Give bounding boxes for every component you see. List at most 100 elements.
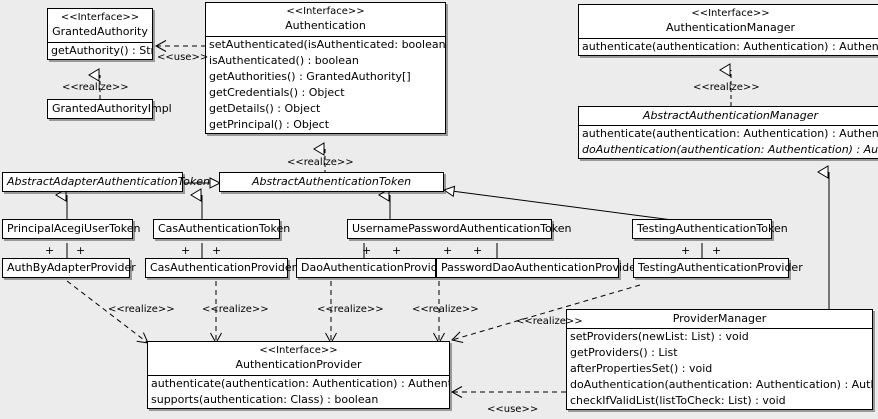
class-box-granted-authority[interactable]: <<Interface>> GrantedAuthority getAuthor… xyxy=(47,8,153,60)
member-row: getPrincipal() : Object xyxy=(209,118,330,131)
class-members: setAuthenticated(isAuthenticated: boolea… xyxy=(206,36,445,133)
member-row: getCredentials() : Object xyxy=(209,86,345,99)
edge-label-realize-grantedauthorityimpl: <<realize>> xyxy=(62,82,129,93)
edge-label-realize-abstractauthenticationtoken: <<realize>> xyxy=(287,157,354,168)
association-plus-mark: + xyxy=(212,244,222,257)
stereotype-label: <<Interface>> xyxy=(286,6,365,17)
class-box-abstract-authentication-manager[interactable]: AbstractAuthenticationManager authentica… xyxy=(578,106,878,159)
class-name-label: GrantedAuthority xyxy=(52,25,148,38)
class-header: CasAuthenticationToken xyxy=(154,220,291,238)
member-row: afterPropertiesSet() : void xyxy=(570,362,713,375)
member-row: getAuthorities() : GrantedAuthority[] xyxy=(209,70,411,83)
class-header: AuthByAdapterProvider xyxy=(3,259,136,277)
class-header: GrantedAuthorityImpl xyxy=(48,100,172,118)
edge-label-realize-authbyadapterprovider: <<realize>> xyxy=(108,304,175,315)
edge-label-realize-passworddaoauthenticationprovider: <<realize>> xyxy=(412,304,479,315)
class-box-principal-acegi-user-token[interactable]: PrincipalAcegiUserToken xyxy=(2,219,141,239)
class-box-auth-by-adapter-provider[interactable]: AuthByAdapterProvider xyxy=(2,258,136,278)
class-header: AbstractAdapterAuthenticationToken xyxy=(3,173,210,191)
association-plus-mark: + xyxy=(362,244,372,257)
member-row: setAuthenticated(isAuthenticated: boolea… xyxy=(209,38,445,51)
stereotype-label: <<Interface>> xyxy=(691,8,770,19)
class-header: <<Interface>> AuthenticationManager xyxy=(579,5,878,38)
member-row: getAuthority() : String xyxy=(51,44,152,57)
class-members: authenticate(authentication: Authenticat… xyxy=(579,125,878,158)
class-header: AbstractAuthenticationToken xyxy=(220,173,443,191)
class-box-dao-authentication-provider[interactable]: DaoAuthenticationProvider xyxy=(296,258,449,278)
member-row: isAuthenticated() : boolean xyxy=(209,54,359,67)
edge-label-realize-casauthenticationprovider: <<realize>> xyxy=(202,304,269,315)
class-box-testing-authentication-token[interactable]: TestingAuthenticationToken xyxy=(632,219,788,239)
stereotype-label: <<Interface>> xyxy=(60,12,140,23)
class-header: <<Interface>> GrantedAuthority xyxy=(48,9,152,42)
member-row: authenticate(authentication: Authenticat… xyxy=(151,377,449,390)
member-row: authenticate(authentication: Authenticat… xyxy=(582,127,878,140)
class-members: authenticate(authentication: Authenticat… xyxy=(148,375,449,408)
class-name-label: UsernamePasswordAuthenticationToken xyxy=(352,222,572,235)
class-name-label: AbstractAuthenticationManager xyxy=(642,109,819,122)
member-row: authenticate(authentication: Authenticat… xyxy=(582,40,878,53)
class-box-abstract-authentication-token[interactable]: AbstractAuthenticationToken xyxy=(219,172,444,192)
member-row: doAuthentication(authentication: Authent… xyxy=(582,143,878,156)
class-name-label: GrantedAuthorityImpl xyxy=(52,102,172,115)
class-name-label: ProviderManager xyxy=(672,312,767,325)
member-row: doAuthentication(authentication: Authent… xyxy=(570,378,872,391)
association-plus-mark: + xyxy=(443,244,453,257)
edge-label-realize-abstractauthenticationmanager: <<realize>> xyxy=(693,82,760,93)
association-plus-mark: + xyxy=(392,244,402,257)
class-header: ProviderManager xyxy=(567,310,872,328)
member-row: setProviders(newList: List) : void xyxy=(570,330,749,343)
class-box-provider-manager[interactable]: ProviderManager setProviders(newList: Li… xyxy=(566,309,873,410)
class-name-label: AuthenticationProvider xyxy=(235,358,362,371)
class-name-label: CasAuthenticationToken xyxy=(158,222,291,235)
class-box-username-password-authentication-token[interactable]: UsernamePasswordAuthenticationToken xyxy=(347,219,572,239)
class-name-label: TestingAuthenticationProvider xyxy=(638,261,803,274)
class-header: <<Interface>> Authentication xyxy=(206,3,445,36)
association-plus-mark: + xyxy=(181,244,191,257)
class-box-cas-authentication-provider[interactable]: CasAuthenticationProvider xyxy=(145,258,297,278)
member-row: checkIfValidList(listToCheck: List) : vo… xyxy=(570,394,786,407)
class-name-label: AuthByAdapterProvider xyxy=(7,261,136,274)
class-name-label: PasswordDaoAuthenticationProvider xyxy=(441,261,641,274)
class-name-label: DaoAuthenticationProvider xyxy=(301,261,449,274)
association-plus-mark: + xyxy=(712,244,722,257)
member-row: getDetails() : Object xyxy=(209,102,321,115)
class-header: <<Interface>> AuthenticationProvider xyxy=(148,342,449,375)
class-header: UsernamePasswordAuthenticationToken xyxy=(348,220,572,238)
class-name-label: AbstractAdapterAuthenticationToken xyxy=(7,175,210,188)
edge-label-use-authentication-grantedauthority: <<use>> xyxy=(157,52,209,63)
edge-label-realize-testingauthenticationprovider: <<realize>> xyxy=(516,316,583,327)
class-name-label: TestingAuthenticationToken xyxy=(637,222,788,235)
member-row: supports(authentication: Class) : boolea… xyxy=(151,393,379,406)
class-header: DaoAuthenticationProvider xyxy=(297,259,449,277)
class-members: authenticate(authentication: Authenticat… xyxy=(579,38,878,55)
class-box-authentication-manager[interactable]: <<Interface>> AuthenticationManager auth… xyxy=(578,4,878,56)
class-name-label: AuthenticationManager xyxy=(666,21,795,34)
association-plus-mark: + xyxy=(45,244,55,257)
class-name-label: PrincipalAcegiUserToken xyxy=(7,222,141,235)
class-box-granted-authority-impl[interactable]: GrantedAuthorityImpl xyxy=(47,99,172,119)
edge-label-realize-daoauthenticationprovider: <<realize>> xyxy=(317,304,384,315)
class-box-abstract-adapter-authentication-token[interactable]: AbstractAdapterAuthenticationToken xyxy=(2,172,210,192)
class-header: TestingAuthenticationProvider xyxy=(634,259,803,277)
class-name-label: AbstractAuthenticationToken xyxy=(251,175,412,188)
class-box-testing-authentication-provider[interactable]: TestingAuthenticationProvider xyxy=(633,258,803,278)
class-box-authentication-provider[interactable]: <<Interface>> AuthenticationProvider aut… xyxy=(147,341,450,409)
class-name-label: Authentication xyxy=(285,19,366,32)
edge-label-use-providermanager-authenticationprovider: <<use>> xyxy=(487,404,539,415)
class-box-password-dao-authentication-provider[interactable]: PasswordDaoAuthenticationProvider xyxy=(436,258,641,278)
class-name-label: CasAuthenticationProvider xyxy=(150,261,297,274)
class-header: TestingAuthenticationToken xyxy=(633,220,788,238)
class-header: CasAuthenticationProvider xyxy=(146,259,297,277)
class-header: AbstractAuthenticationManager xyxy=(579,107,878,125)
edge-testingauthenticationtoken-extends-abstractauthenticationtoken xyxy=(442,185,681,222)
class-header: PrincipalAcegiUserToken xyxy=(3,220,141,238)
association-plus-mark: + xyxy=(473,244,483,257)
association-plus-mark: + xyxy=(76,244,86,257)
class-members: getAuthority() : String xyxy=(48,42,152,59)
class-members: setProviders(newList: List) : void getPr… xyxy=(567,328,872,409)
class-box-authentication[interactable]: <<Interface>> Authentication setAuthenti… xyxy=(205,2,446,134)
member-row: getProviders() : List xyxy=(570,346,678,359)
class-box-cas-authentication-token[interactable]: CasAuthenticationToken xyxy=(153,219,291,239)
